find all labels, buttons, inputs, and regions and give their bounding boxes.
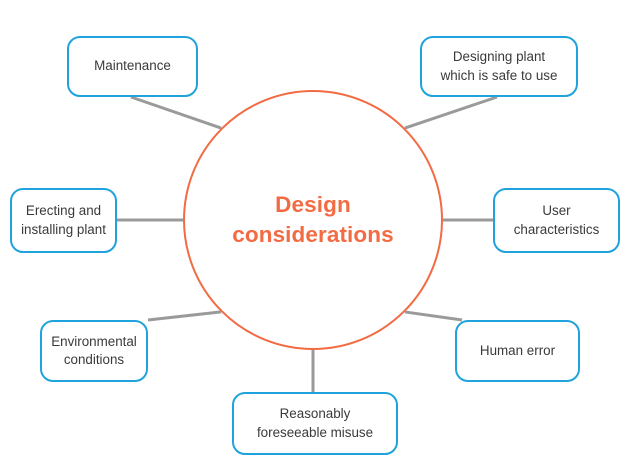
connector-environmental-conditions: [147, 310, 222, 322]
node-label: Environmental conditions: [51, 333, 137, 368]
node-label: Erecting and installing plant: [21, 203, 106, 237]
node-environmental-conditions[interactable]: Environmental conditions: [40, 320, 148, 382]
connector-designing-plant: [404, 95, 498, 130]
node-label: Reasonably foreseeable misuse: [256, 406, 374, 440]
node-designing-plant[interactable]: Designing plant which is safe to use: [420, 36, 578, 97]
connector-maintenance: [130, 95, 222, 130]
node-label: User characteristics: [513, 203, 600, 237]
node-erecting-installing-plant[interactable]: Erecting and installing plant: [10, 188, 117, 253]
node-label: Maintenance: [94, 58, 171, 74]
hub-label: Design considerations: [232, 192, 394, 247]
node-human-error[interactable]: Human error: [455, 320, 580, 382]
node-label: Designing plant which is safe to use: [440, 49, 558, 83]
node-label: Human error: [479, 342, 556, 358]
node-reasonably-foreseeable-misuse[interactable]: Reasonably foreseeable misuse: [232, 392, 398, 455]
hub-circle: Design considerations: [183, 90, 443, 350]
node-user-characteristics[interactable]: User characteristics: [493, 188, 620, 253]
connector-human-error: [404, 310, 463, 322]
node-maintenance[interactable]: Maintenance: [67, 36, 198, 97]
